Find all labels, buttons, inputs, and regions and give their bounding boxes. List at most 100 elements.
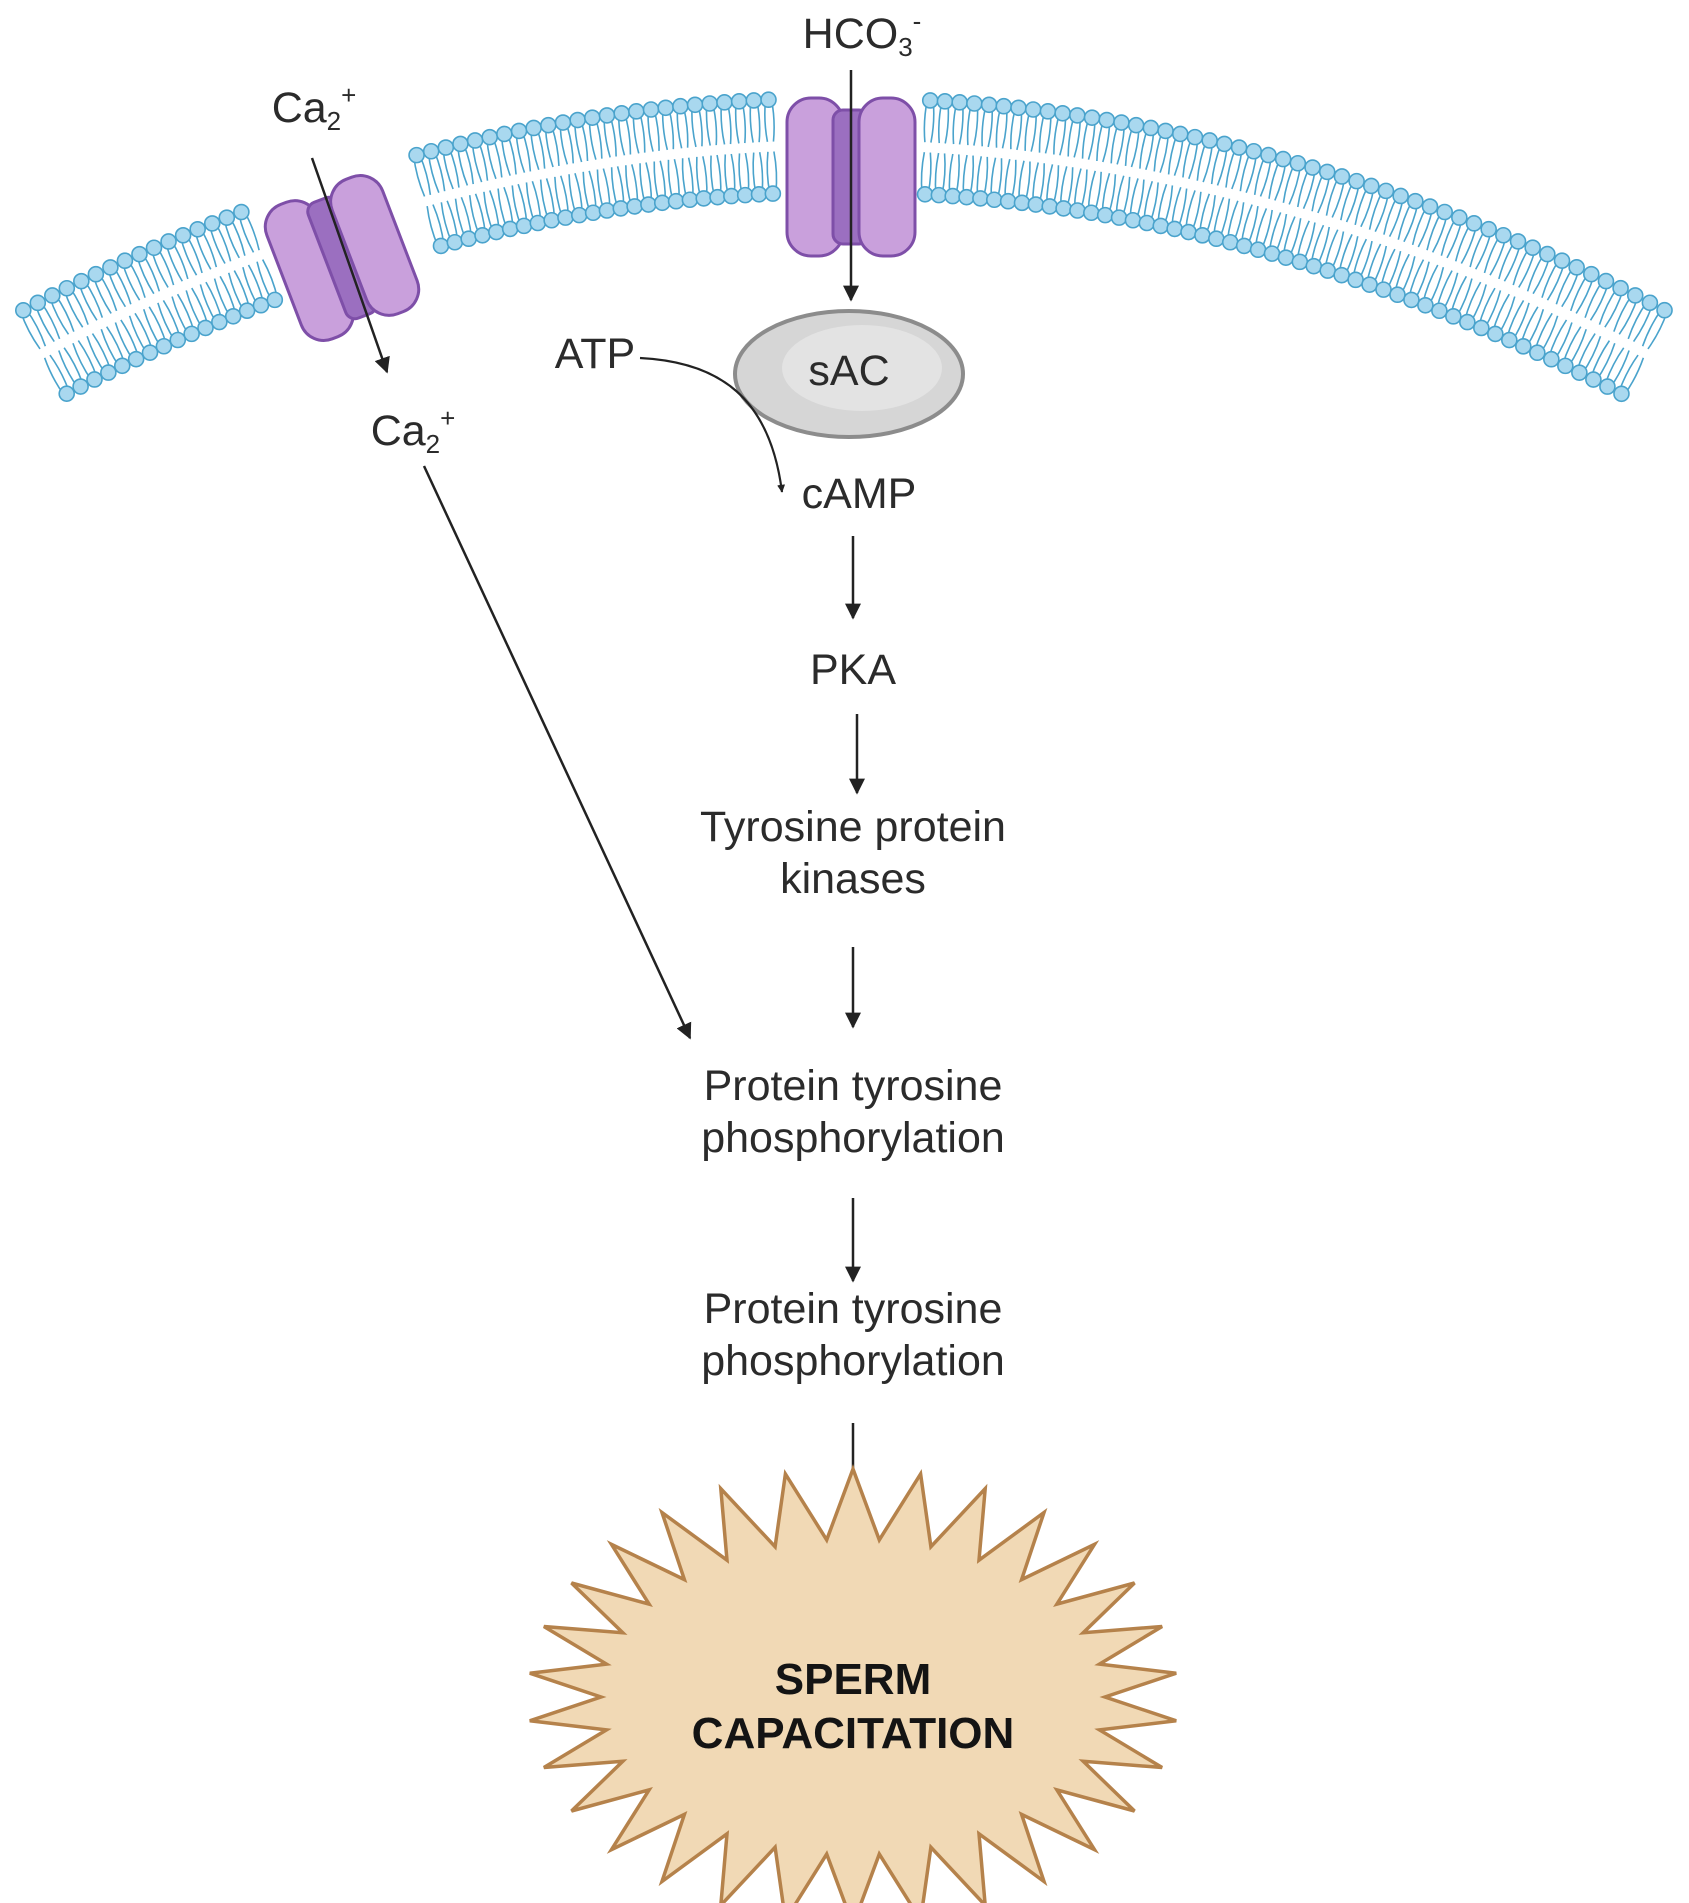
lipid-head (1465, 215, 1483, 232)
lipid-head (598, 202, 616, 219)
lipid-head (921, 92, 939, 109)
lipid-head (1027, 196, 1045, 213)
lipid-head (554, 114, 572, 131)
lipid-head (1431, 302, 1448, 320)
lipid-head (1347, 271, 1364, 289)
lipid-head (100, 364, 117, 381)
lipid-head (238, 302, 256, 319)
lipid-head (1289, 154, 1307, 172)
lipid-head (1180, 223, 1197, 241)
lipid-head (1361, 276, 1378, 293)
lipid-head (1524, 239, 1541, 256)
lipid-head (736, 186, 754, 204)
lipid-head (437, 139, 455, 156)
lipid-head (1263, 245, 1281, 262)
lipid-head (958, 188, 975, 206)
lipid-head (681, 191, 699, 209)
lipid-head (145, 239, 163, 257)
lipid-head (1024, 101, 1042, 118)
lipid-head (1348, 172, 1365, 190)
lipid-head (716, 94, 733, 111)
lipid-head (1626, 287, 1644, 304)
lipid-head (1216, 135, 1233, 153)
lipid-head (44, 287, 61, 304)
lipid-head (1403, 291, 1420, 309)
lipid-head (174, 227, 192, 244)
lipid-head (233, 203, 250, 221)
lipid-head (1480, 220, 1497, 238)
lipid-head (1436, 203, 1453, 221)
lipid-head (1010, 99, 1027, 117)
lipid-head (1305, 257, 1323, 275)
lipid-head (160, 233, 177, 250)
lipid-head (1083, 109, 1101, 126)
lipid-head (58, 279, 76, 297)
lipid-head (1333, 266, 1350, 284)
lipid-head (189, 220, 206, 238)
lipid-head (667, 192, 685, 210)
lipid-head (224, 307, 242, 325)
lipid-head (1013, 194, 1031, 212)
lipid-head (709, 188, 726, 206)
lipid-head (113, 357, 131, 375)
lipid-head (131, 245, 148, 263)
lipid-head (1110, 209, 1128, 226)
lipid-head (985, 191, 1003, 209)
lipid-head (745, 92, 763, 109)
lipid-head (1113, 114, 1130, 131)
lipid-head (1539, 245, 1556, 263)
lipid-head (1124, 211, 1142, 229)
lipid-head (1166, 220, 1183, 238)
pka-label: PKA (809, 646, 897, 694)
lipid-head (1152, 217, 1170, 235)
cell-membrane-lipid-bilayer (14, 91, 1673, 403)
lipid-head (155, 337, 173, 355)
lipid-head (980, 96, 998, 114)
lipid-head (73, 272, 90, 290)
lipid-head (628, 103, 645, 120)
lipid-head (1557, 357, 1574, 375)
lipid-head (598, 107, 616, 124)
lipid-head (266, 291, 284, 309)
lipid-head (1389, 286, 1406, 304)
sac-label: sAC (808, 347, 890, 395)
lipid-head (1291, 253, 1309, 271)
lipid-head (466, 132, 484, 149)
calcium-inside-label: Ca2+ (370, 403, 456, 459)
lipid-head (1157, 122, 1174, 140)
lipid-head (916, 186, 934, 203)
phosphorylation-label-2: Protein tyrosine phosphorylation (701, 1283, 1005, 1388)
arrow-atp-to-camp (639, 356, 786, 493)
lipid-head (653, 194, 671, 212)
lipid-head (612, 200, 630, 217)
camp-label: cAMP (801, 470, 917, 518)
bicarbonate-channel-subunit-right (857, 96, 917, 258)
capacitation-label-line-2: CAPACITATION (691, 1708, 1015, 1758)
lipid-head (1304, 159, 1321, 176)
bicarbonate-label: HCO3- (802, 6, 922, 62)
lipid-head (197, 319, 214, 337)
lipid-head (501, 220, 519, 238)
lipid-head (569, 111, 586, 129)
lipid-head (169, 331, 187, 349)
lipid-head (87, 265, 105, 283)
lipid-head (1613, 385, 1630, 403)
lipid-head (613, 104, 630, 122)
lipid-head (1421, 198, 1439, 215)
lipid-head (930, 186, 948, 204)
kinases-label: Tyrosine protein kinases (700, 801, 1006, 906)
lipid-head (525, 119, 542, 137)
lipid-head (1375, 281, 1392, 298)
phosphorylation-2-line-2: phosphorylation (701, 1337, 1005, 1386)
lipid-head (408, 146, 425, 164)
lipid-head (116, 252, 134, 270)
lipid-head (460, 230, 477, 248)
atp-label: ATP (554, 330, 636, 378)
lipid-head (626, 198, 643, 215)
lipid-head (1487, 325, 1504, 343)
lipid-head (72, 378, 89, 395)
lipid-head (488, 223, 505, 241)
sac-enzyme (733, 309, 965, 439)
lipid-head (584, 109, 601, 126)
lipid-head (481, 128, 499, 146)
